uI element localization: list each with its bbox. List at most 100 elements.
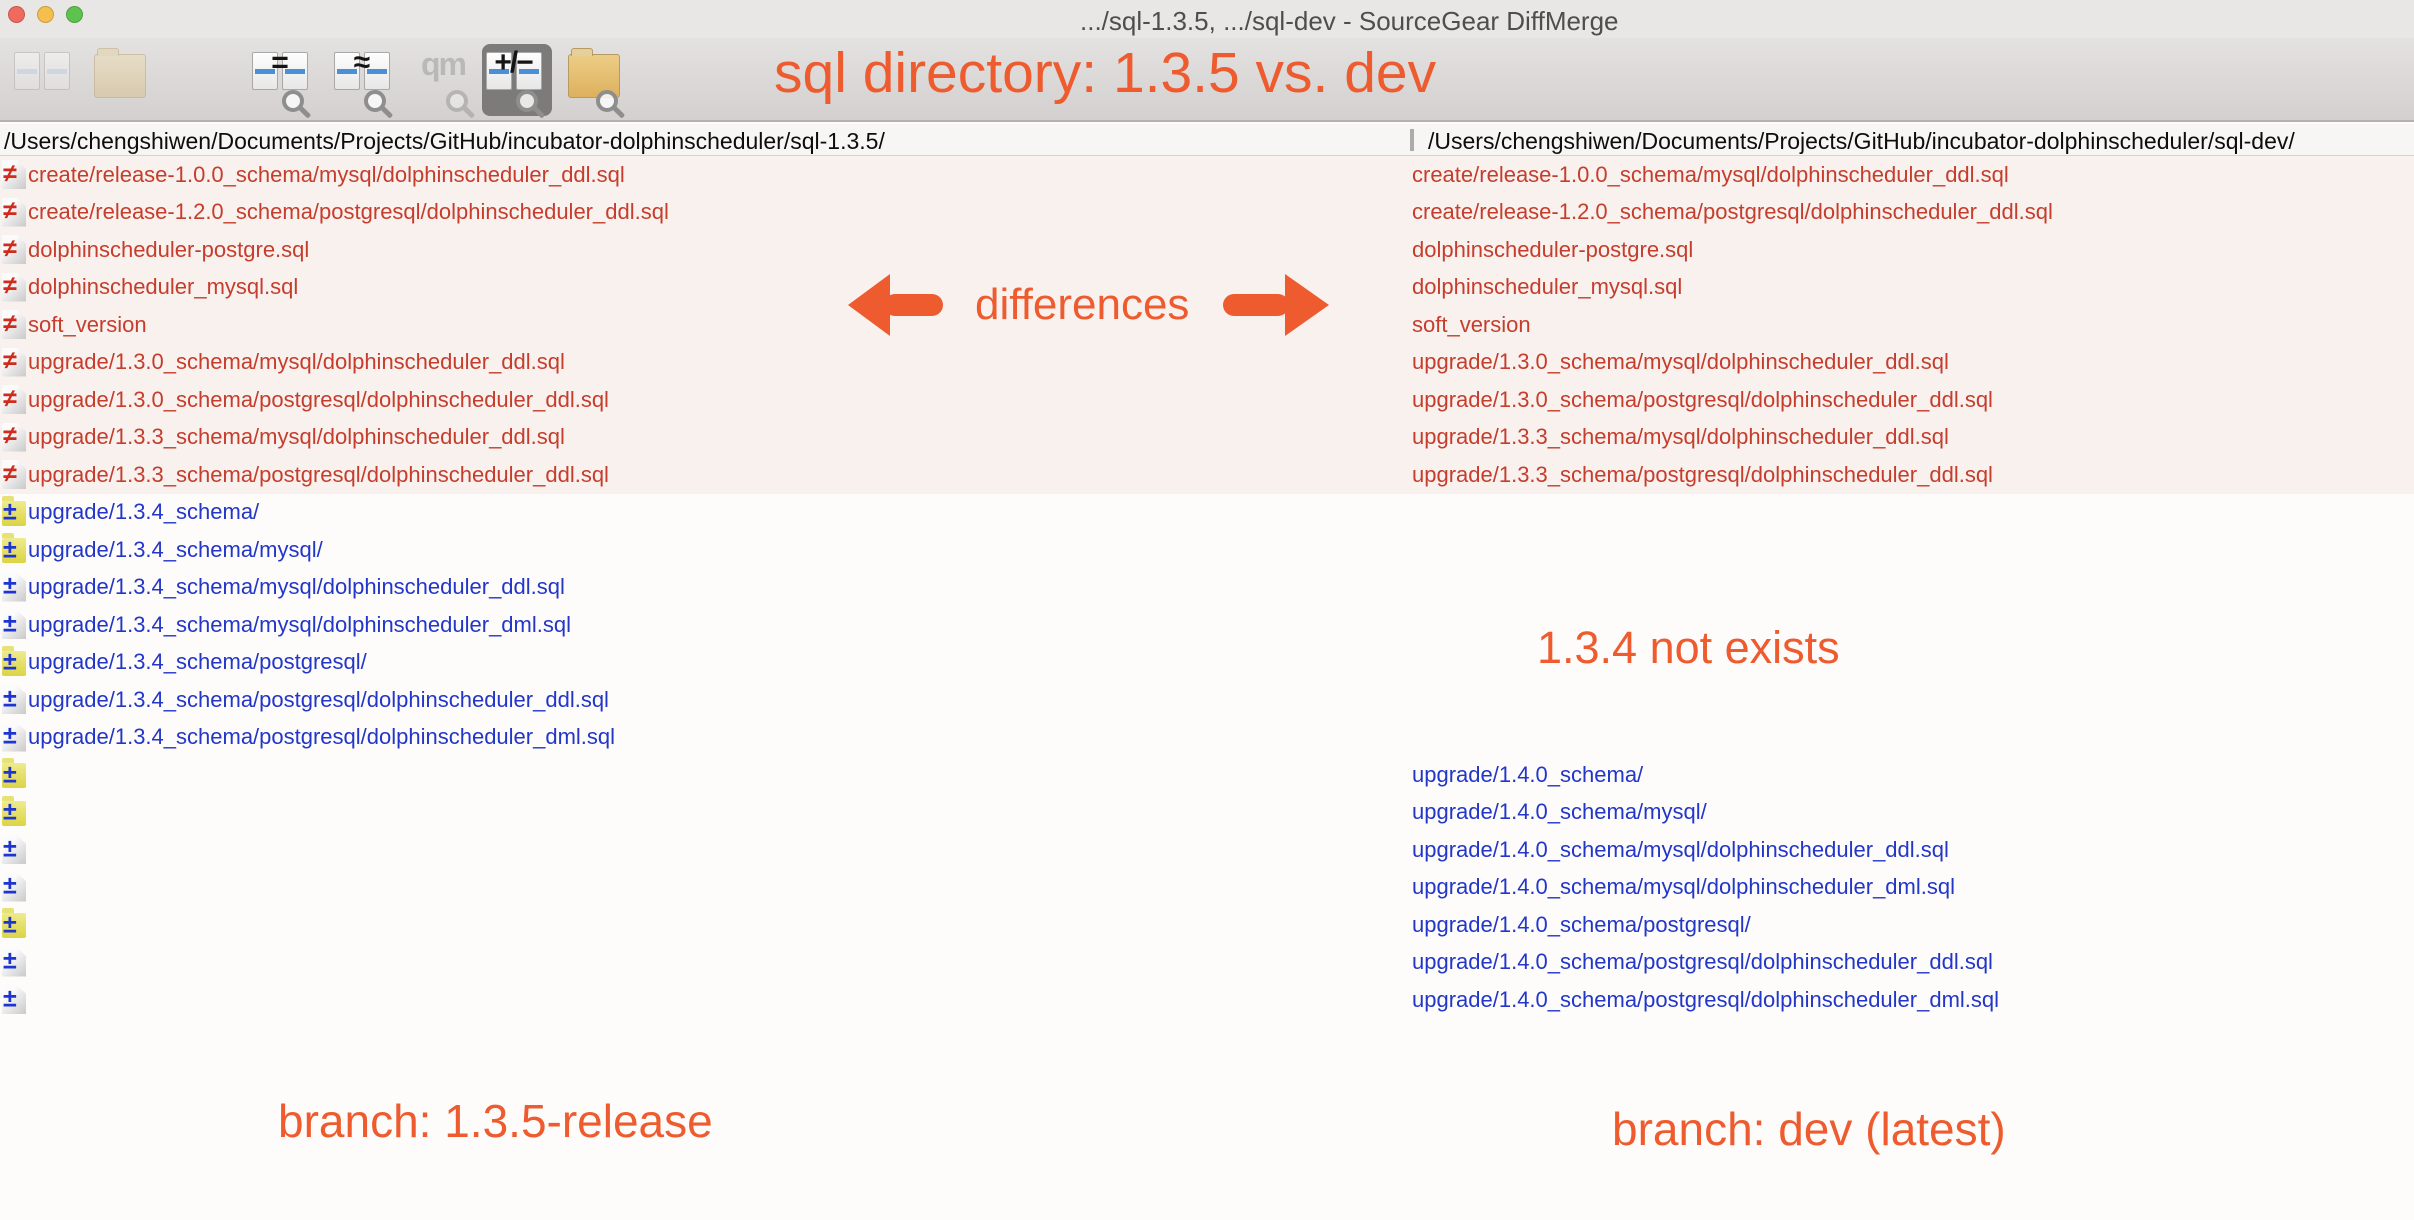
- left-file-cell[interactable]: upgrade/1.3.4_schema/: [28, 499, 260, 525]
- right-arrow-icon: [1223, 274, 1330, 336]
- panel-divider[interactable]: [1410, 129, 1414, 151]
- left-file-cell[interactable]: upgrade/1.3.4_schema/postgresql/: [28, 649, 367, 675]
- minimize-button[interactable]: [37, 6, 54, 23]
- toolbar: = ≈ qm +/−: [0, 38, 2414, 122]
- right-file-cell[interactable]: upgrade/1.4.0_schema/mysql/: [1412, 799, 1707, 825]
- left-file-cell[interactable]: upgrade/1.3.4_schema/postgresql/dolphins…: [28, 724, 616, 750]
- open-folder-diff-button[interactable]: [88, 44, 158, 116]
- file-icon: ≠: [2, 272, 26, 302]
- file-row[interactable]: ± upgrade/1.3.4_schema/postgresql/dolphin…: [0, 681, 2414, 719]
- not-equal-glyph: ≠: [3, 196, 17, 225]
- file-row[interactable]: ±upgrade/1.3.4_schema/mysql/: [0, 531, 2414, 569]
- differences-label: differences: [975, 280, 1190, 329]
- right-file-cell[interactable]: upgrade/1.3.0_schema/postgresql/dolphins…: [1412, 386, 1993, 412]
- file-row[interactable]: ≠ create/release-1.2.0_schema/postgresql/…: [0, 193, 2414, 231]
- file-row[interactable]: ±upgrade/1.3.4_schema/postgresql/: [0, 644, 2414, 682]
- file-row[interactable]: ± upgrade/1.4.0_schema/: [0, 756, 2414, 794]
- file-row[interactable]: ≠upgrade/1.3.0_schema/mysql/dolphinsched…: [0, 343, 2414, 381]
- plus-minus-glyph: ±: [3, 984, 17, 1012]
- left-file-cell[interactable]: create/release-1.0.0_schema/mysql/dolphi…: [28, 161, 625, 187]
- right-file-cell[interactable]: upgrade/1.3.3_schema/postgresql/dolphins…: [1412, 461, 1993, 487]
- left-file-cell[interactable]: upgrade/1.3.3_schema/postgresql/dolphins…: [28, 461, 609, 487]
- file-row[interactable]: ±upgrade/1.4.0_schema/mysql/: [0, 794, 2414, 832]
- show-folders-button[interactable]: [562, 44, 632, 116]
- file-row[interactable]: ≠ upgrade/1.3.0_schema/postgresql/dolphin…: [0, 381, 2414, 419]
- path-header: /Users/chengshiwen/Documents/Projects/Gi…: [0, 124, 2414, 156]
- annotation-branch-left: branch: 1.3.5-release: [278, 1095, 713, 1147]
- file-row[interactable]: ≠upgrade/1.3.3_schema/mysql/dolphinsched…: [0, 418, 2414, 456]
- file-row[interactable]: ± upgrade/1.3.4_schema/: [0, 494, 2414, 532]
- not-equal-glyph: ≠: [3, 159, 17, 187]
- show-identical-files-button[interactable]: =: [248, 44, 318, 116]
- left-file-cell[interactable]: upgrade/1.3.4_schema/mysql/dolphinschedu…: [28, 611, 571, 637]
- plus-minus-glyph: ±: [3, 760, 17, 788]
- left-arrow-icon: [848, 274, 943, 336]
- file-row[interactable]: ±upgrade/1.4.0_schema/mysql/dolphinsched…: [0, 831, 2414, 869]
- annotation-differences: differences: [848, 272, 1330, 338]
- plus-minus-glyph: ±: [3, 871, 17, 900]
- not-equal-glyph: ≠: [3, 384, 17, 412]
- file-row[interactable]: ± upgrade/1.4.0_schema/postgresql/: [0, 906, 2414, 944]
- not-equal-glyph: ≠: [3, 309, 17, 337]
- file-icon: ±: [2, 610, 26, 639]
- left-file-cell[interactable]: dolphinscheduler-postgre.sql: [28, 236, 310, 262]
- plus-minus-glyph: ±: [3, 946, 17, 975]
- left-folder-path: /Users/chengshiwen/Documents/Projects/Gi…: [4, 128, 885, 154]
- right-file-cell[interactable]: upgrade/1.4.0_schema/postgresql/: [1412, 911, 1751, 937]
- document-icon: [334, 52, 360, 90]
- right-file-cell[interactable]: upgrade/1.4.0_schema/: [1412, 761, 1644, 787]
- left-file-cell[interactable]: upgrade/1.3.0_schema/postgresql/dolphins…: [28, 386, 609, 412]
- right-file-cell[interactable]: upgrade/1.4.0_schema/mysql/dolphinschedu…: [1412, 836, 1949, 862]
- right-file-cell[interactable]: upgrade/1.3.3_schema/mysql/dolphinschedu…: [1412, 424, 1949, 450]
- right-file-cell[interactable]: dolphinscheduler-postgre.sql: [1412, 236, 1694, 262]
- right-file-cell[interactable]: upgrade/1.4.0_schema/mysql/dolphinschedu…: [1412, 874, 1955, 900]
- file-row[interactable]: ±upgrade/1.3.4_schema/mysql/dolphinsched…: [0, 606, 2414, 644]
- show-equivalent-files-button[interactable]: ≈: [330, 44, 400, 116]
- annotation-heading: sql directory: 1.3.5 vs. dev: [774, 41, 1437, 105]
- plus-minus-glyph: ±: [3, 910, 17, 938]
- file-row[interactable]: ± upgrade/1.4.0_schema/postgresql/dolphin…: [0, 981, 2414, 1019]
- folder-icon: [568, 48, 620, 98]
- show-left-right-only-button[interactable]: +/−: [482, 44, 552, 116]
- left-file-cell[interactable]: upgrade/1.3.0_schema/mysql/dolphinschedu…: [28, 349, 565, 375]
- document-icon: [486, 52, 512, 90]
- left-file-cell[interactable]: soft_version: [28, 311, 147, 337]
- file-row[interactable]: ≠ soft_version soft_version: [0, 306, 2414, 344]
- plus-minus-glyph: ±: [3, 684, 17, 712]
- file-row[interactable]: ±upgrade/1.3.4_schema/mysql/dolphinsched…: [0, 569, 2414, 607]
- document-icon: [44, 52, 70, 90]
- close-button[interactable]: [8, 6, 25, 23]
- right-file-cell[interactable]: upgrade/1.4.0_schema/postgresql/dolphins…: [1412, 986, 2000, 1012]
- left-file-cell[interactable]: upgrade/1.3.4_schema/mysql/dolphinschedu…: [28, 574, 565, 600]
- plus-minus-glyph: ±: [3, 497, 17, 526]
- open-file-diff-button[interactable]: [10, 44, 80, 116]
- folder-icon: ±: [2, 495, 26, 526]
- folder-icon: ±: [2, 645, 26, 676]
- left-file-cell[interactable]: upgrade/1.3.4_schema/mysql/: [28, 536, 323, 562]
- file-row[interactable]: ± upgrade/1.4.0_schema/mysql/dolphinsched…: [0, 869, 2414, 907]
- file-comparison-list: ≠ create/release-1.0.0_schema/mysql/dolph…: [0, 156, 2414, 1019]
- file-icon: ±: [2, 871, 26, 902]
- file-row[interactable]: ≠ upgrade/1.3.3_schema/postgresql/dolphin…: [0, 456, 2414, 494]
- left-file-cell[interactable]: create/release-1.2.0_schema/postgresql/d…: [28, 199, 669, 225]
- right-file-cell[interactable]: create/release-1.0.0_schema/mysql/dolphi…: [1412, 161, 2009, 187]
- right-file-cell[interactable]: soft_version: [1412, 311, 1531, 337]
- right-file-cell[interactable]: dolphinscheduler_mysql.sql: [1412, 274, 1683, 300]
- right-file-cell[interactable]: create/release-1.2.0_schema/postgresql/d…: [1412, 199, 2053, 225]
- file-icon: ≠: [2, 235, 26, 264]
- right-file-cell[interactable]: upgrade/1.3.0_schema/mysql/dolphinschedu…: [1412, 349, 1949, 375]
- left-file-cell[interactable]: dolphinscheduler_mysql.sql: [28, 274, 299, 300]
- fullscreen-button[interactable]: [66, 6, 83, 23]
- file-row[interactable]: ≠ create/release-1.0.0_schema/mysql/dolph…: [0, 156, 2414, 194]
- file-row[interactable]: ± upgrade/1.4.0_schema/postgresql/dolphin…: [0, 944, 2414, 982]
- left-file-cell[interactable]: upgrade/1.3.3_schema/mysql/dolphinschedu…: [28, 424, 565, 450]
- right-file-cell[interactable]: upgrade/1.4.0_schema/postgresql/dolphins…: [1412, 949, 1993, 975]
- not-equal-glyph: ≠: [3, 459, 17, 487]
- show-quickmatch-files-button[interactable]: qm: [412, 44, 482, 116]
- left-file-cell[interactable]: upgrade/1.3.4_schema/postgresql/dolphins…: [28, 686, 609, 712]
- titlebar: .../sql-1.3.5, .../sql-dev - SourceGear …: [0, 0, 2414, 38]
- file-row[interactable]: ±upgrade/1.3.4_schema/postgresql/dolphin…: [0, 719, 2414, 757]
